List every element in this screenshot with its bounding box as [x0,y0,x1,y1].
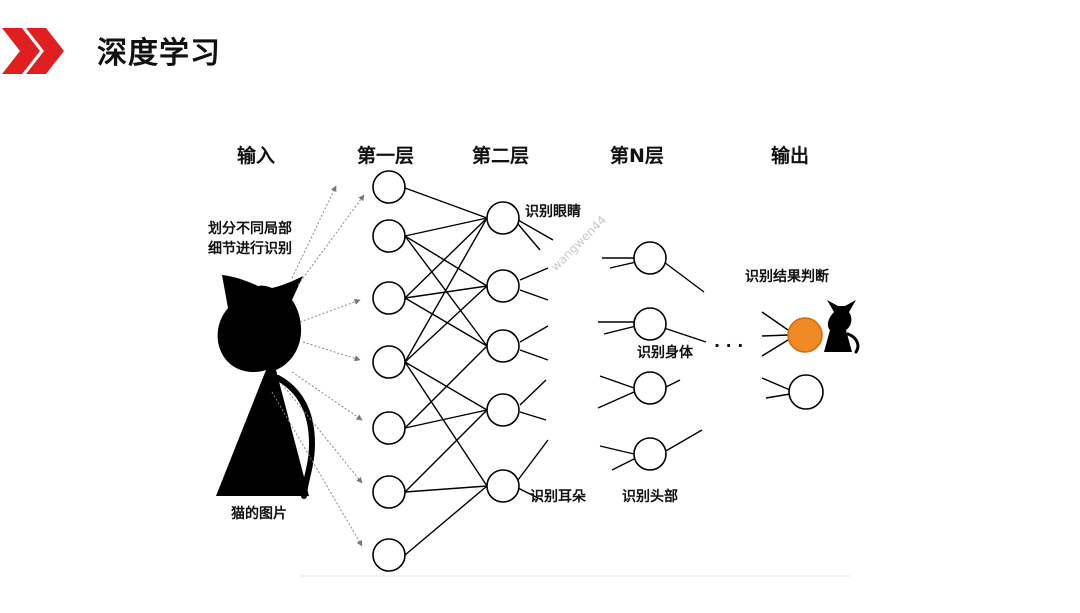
annotation-eyes: 识别眼睛 [525,204,581,220]
neuron [633,241,667,275]
layer1-layer2-connections [404,187,488,556]
neuron [372,411,406,445]
ellipsis-dots: · · · [714,336,744,355]
input-arrow [299,299,361,323]
input-arrows [271,185,365,547]
neuron [633,437,667,471]
neuron [486,201,520,235]
layer1-neurons [372,170,406,572]
annotation-split-details-line2: 细节进行识别 [208,241,292,257]
neuron [486,329,520,363]
annotation-result: 识别结果判断 [745,269,829,285]
neuron [633,371,667,405]
neuron [486,393,520,427]
neuron [372,170,406,204]
input-arrow [271,391,363,547]
output-stub-lines [761,311,791,399]
column-header-layer2: 第二层 [472,145,530,167]
annotation-head: 识别头部 [622,489,678,505]
input-arrow [281,383,363,484]
neuron [372,345,406,379]
neuron [372,475,406,509]
input-arrow [302,341,361,362]
neuron [372,281,406,315]
layer2-stub-lines [517,219,554,501]
annotation-split-details: 划分不同局部 细节进行识别 [190,219,310,259]
input-arrow [291,371,363,421]
output-neuron-active [787,317,823,353]
column-header-input: 输入 [237,145,276,167]
neuron [486,269,520,303]
annotation-body: 识别身体 [637,345,693,361]
layerN-neurons [633,241,667,471]
column-header-layern: 第N层 [610,145,664,167]
output-neuron [788,374,824,410]
annotation-ears: 识别耳朵 [530,489,586,505]
small-cat-icon [824,300,860,354]
cat-silhouette-icon [216,275,316,499]
input-arrow [291,185,337,279]
column-header-output: 输出 [771,145,810,167]
neuron [486,469,520,503]
neuron [372,538,406,572]
column-header-layer1: 第一层 [357,145,415,167]
layer2-neurons [486,201,520,503]
neuron [633,307,667,341]
annotation-split-details-line1: 划分不同局部 [208,221,292,237]
slide-title: 深度学习 [97,36,221,71]
input-arrow [297,194,365,286]
chevron-bullet-icon [2,28,64,74]
neuron [372,219,406,253]
annotation-cat-image: 猫的图片 [231,506,287,522]
